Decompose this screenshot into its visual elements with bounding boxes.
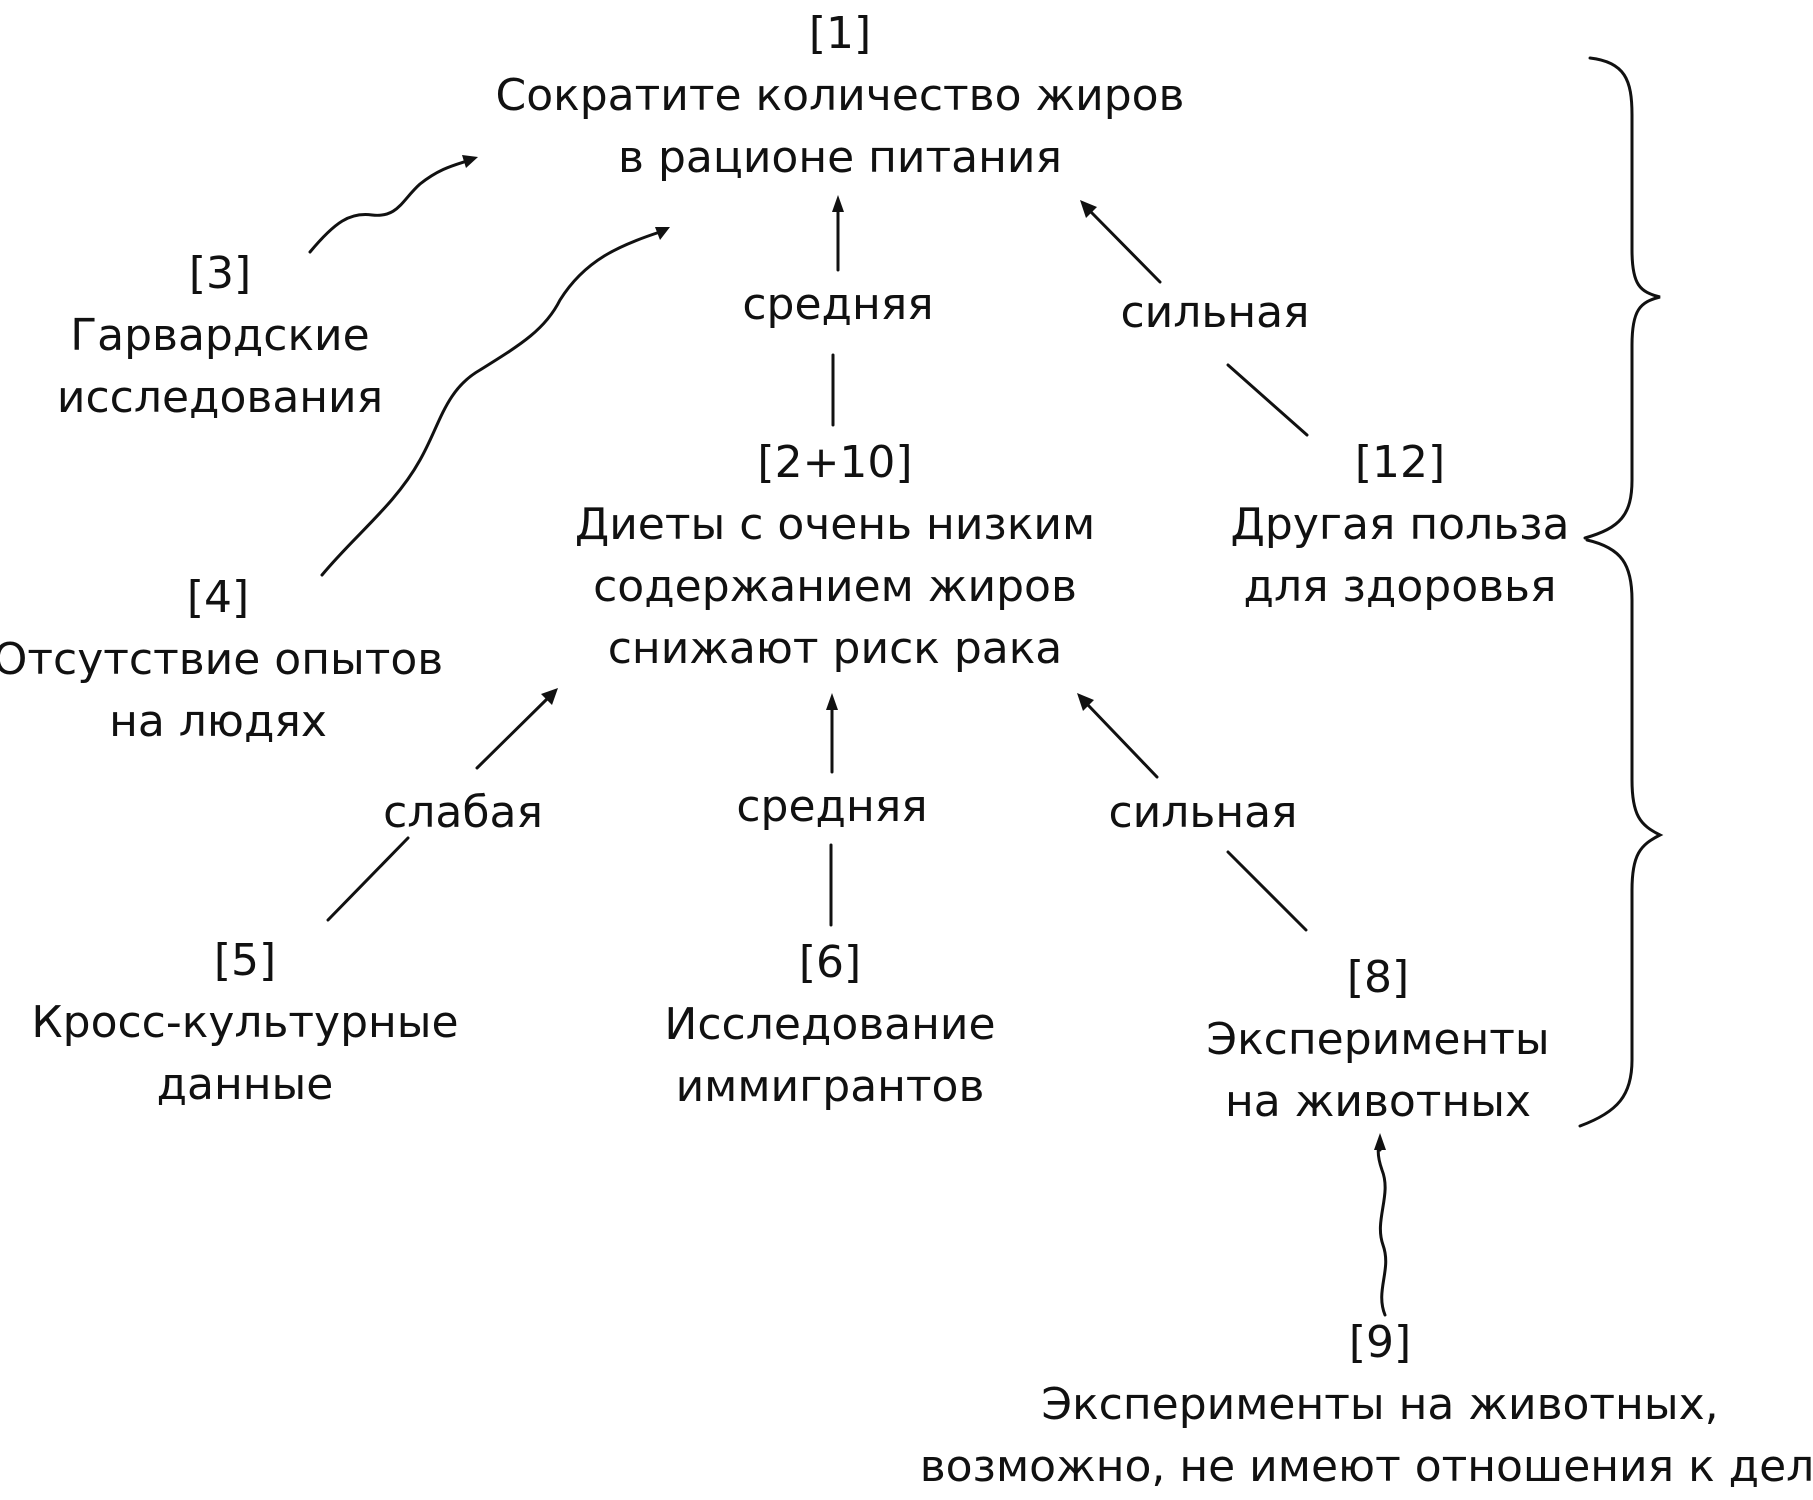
edge-label-8-to-2: сильная — [1108, 787, 1298, 838]
node-2-10-line-1: Диеты с очень низким — [574, 499, 1096, 550]
node-8-line-1: Эксперименты — [1206, 1014, 1550, 1065]
node-2-10-line-3: снижают риск рака — [607, 623, 1063, 674]
node-5-line-1: Кросс-культурные — [31, 997, 459, 1048]
node-8: [8] Эксперименты на животных — [1206, 947, 1549, 1133]
edge-4-to-1-arrowhead — [655, 227, 670, 240]
node-6: [6] Исследование иммигрантов — [664, 932, 995, 1118]
edge-label-2-to-1: средняя — [742, 279, 934, 330]
node-3: [3] Гарвардские исследования — [57, 243, 383, 429]
edge-8-to-2-lower — [1226, 850, 1308, 932]
node-4-line-1: Отсутствие опытов — [0, 634, 444, 685]
node-2-10: [2+10] Диеты с очень низким содержанием … — [575, 432, 1095, 680]
node-3-id: [3] — [188, 248, 252, 299]
edge-8-to-2-arrowhead — [1077, 693, 1094, 711]
edge-label-12-to-1: сильная — [1120, 287, 1310, 338]
node-9-id: [9] — [1348, 1317, 1412, 1368]
node-6-id: [6] — [798, 937, 862, 988]
node-9-line-2: возможно, не имеют отношения к делу — [919, 1441, 1813, 1492]
node-4-id: [4] — [186, 572, 250, 623]
node-8-id: [8] — [1346, 952, 1410, 1003]
node-5-line-2: данные — [156, 1059, 334, 1110]
node-3-line-2: исследования — [56, 372, 384, 423]
node-4-line-2: на людях — [109, 696, 327, 747]
edge-3-to-1-wavy — [308, 158, 472, 254]
edge-9-to-8-wavy — [1376, 1144, 1388, 1317]
brace-lower — [1578, 538, 1664, 1128]
edge-12-to-1-upper — [1089, 210, 1162, 284]
node-1: [1] Сократите количество жиров в рационе… — [496, 3, 1185, 189]
node-2-10-line-2: содержанием жиров — [593, 561, 1077, 612]
edge-12-to-1-lower — [1226, 363, 1309, 437]
node-12-line-2: для здоровья — [1243, 561, 1557, 612]
node-1-id: [1] — [808, 8, 872, 59]
brace-upper — [1583, 56, 1661, 540]
node-4: [4] Отсутствие опытов на людях — [0, 567, 443, 753]
node-3-line-1: Гарвардские — [70, 310, 370, 361]
edge-2-to-1-arrowhead — [832, 195, 844, 212]
node-8-line-2: на животных — [1225, 1076, 1531, 1127]
node-6-line-1: Исследование — [664, 999, 996, 1050]
node-5: [5] Кросс-культурные данные — [31, 930, 458, 1116]
node-2-10-id: [2+10] — [757, 437, 913, 488]
node-9-line-1: Эксперименты на животных, — [1041, 1379, 1719, 1430]
edge-4-to-1-wavy — [320, 230, 662, 577]
node-1-line-1: Сократите количество жиров — [495, 70, 1185, 121]
edge-5-to-2-upper — [475, 696, 550, 770]
edge-9-to-8-arrowhead — [1374, 1133, 1386, 1150]
edge-label-6-to-2: средняя — [736, 781, 928, 832]
node-1-line-2: в рационе питания — [618, 132, 1062, 183]
node-5-id: [5] — [213, 935, 277, 986]
node-12-id: [12] — [1354, 437, 1446, 488]
edge-3-to-1-arrowhead — [462, 155, 478, 168]
node-9: [9] Эксперименты на животных, возможно, … — [920, 1312, 1813, 1498]
edge-12-to-1-arrowhead — [1080, 200, 1097, 218]
edge-8-to-2-upper — [1086, 703, 1159, 779]
edge-6-to-2-arrowhead — [826, 693, 838, 710]
node-6-line-2: иммигрантов — [675, 1061, 985, 1112]
node-12: [12] Другая польза для здоровья — [1231, 432, 1570, 618]
edge-5-to-2-arrowhead — [541, 688, 558, 705]
edge-label-5-to-2: слабая — [383, 787, 543, 838]
edge-5-to-2-lower — [326, 836, 410, 922]
node-12-line-1: Другая польза — [1230, 499, 1570, 550]
